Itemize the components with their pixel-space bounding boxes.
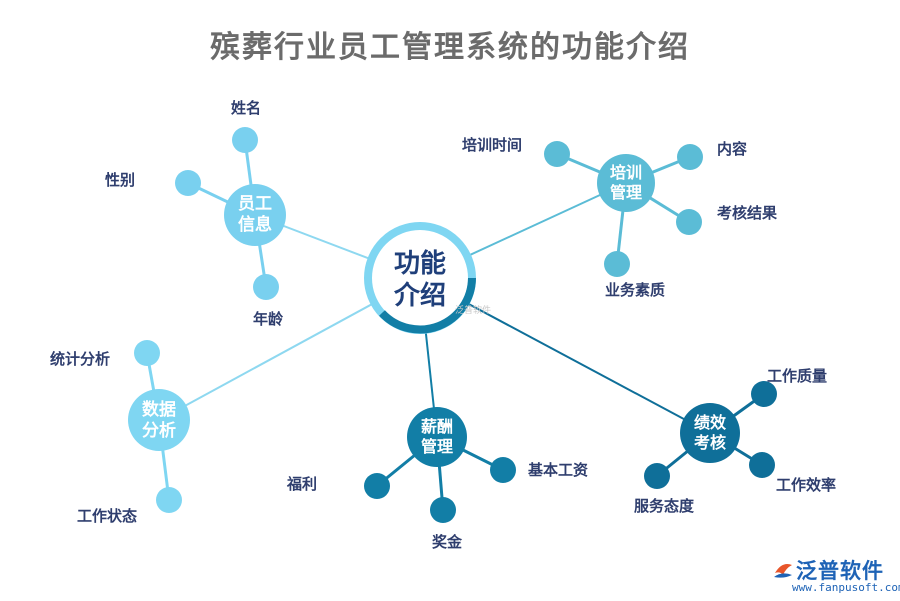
svg-text:考核: 考核 [694, 433, 726, 452]
node-salary: 薪酬 管理 [407, 407, 467, 467]
svg-text:分析: 分析 [142, 420, 176, 441]
brand-logo-name: 泛普软件 [796, 559, 884, 583]
watermark-text: 泛普软件 [455, 304, 491, 316]
leaf-label-assessment: 考核结果 [717, 204, 778, 222]
leaf-dot-age [253, 274, 279, 300]
brand-logo: 泛普软件 www.fanpusoft.com [770, 553, 900, 601]
leaf-label-competence: 业务素质 [605, 281, 665, 299]
leaf-label-age: 年龄 [253, 310, 284, 328]
center-ring-accent [379, 277, 476, 334]
node-employee-info: 员工 信息 [224, 184, 286, 246]
leaf-label-bonus: 奖金 [432, 533, 463, 551]
leaf-dot-efficiency [749, 452, 775, 478]
svg-text:介绍: 介绍 [393, 281, 446, 311]
leaf-label-base-salary: 基本工资 [527, 461, 588, 479]
leaf-dot-assessment [676, 209, 702, 235]
svg-text:功能: 功能 [394, 248, 446, 279]
leaf-label-welfare: 福利 [286, 475, 317, 493]
leaf-label-training-time: 培训时间 [462, 136, 522, 154]
leaf-label-work-status: 工作状态 [77, 507, 137, 525]
leaf-label-efficiency: 工作效率 [776, 476, 836, 494]
svg-text:管理: 管理 [610, 183, 642, 202]
leaf-dot-name [232, 127, 258, 153]
leaf-label-content: 内容 [717, 140, 747, 158]
brand-logo-icon [774, 564, 792, 578]
svg-text:培训: 培训 [610, 163, 642, 182]
leaf-dot-statistics [134, 340, 160, 366]
center-node: 功能 介绍 [364, 222, 476, 334]
leaf-label-name: 姓名 [231, 99, 261, 117]
leaf-dot-welfare [364, 473, 390, 499]
leaf-dot-content [677, 144, 703, 170]
svg-text:信息: 信息 [238, 214, 272, 235]
leaf-dot-gender [175, 170, 201, 196]
node-data-analysis: 数据 分析 [128, 389, 190, 451]
leaf-dot-training-time [544, 141, 570, 167]
node-training: 培训 管理 [597, 154, 655, 212]
leaf-dot-quality [751, 381, 777, 407]
leaf-dot-service [644, 463, 670, 489]
leaf-label-quality: 工作质量 [767, 367, 827, 385]
svg-text:员工: 员工 [238, 194, 272, 214]
brand-logo-url: www.fanpusoft.com [792, 581, 900, 594]
svg-text:数据: 数据 [142, 399, 176, 420]
svg-text:绩效: 绩效 [694, 413, 726, 432]
leaf-dot-competence [604, 251, 630, 277]
svg-text:管理: 管理 [421, 437, 453, 456]
leaf-dot-base-salary [490, 457, 516, 483]
node-performance: 绩效 考核 [680, 403, 740, 463]
leaf-dot-bonus [430, 497, 456, 523]
leaf-label-gender: 性别 [105, 171, 135, 189]
leaf-dot-work-status [156, 487, 182, 513]
leaf-label-statistics: 统计分析 [50, 350, 110, 368]
leaf-label-service: 服务态度 [634, 497, 695, 515]
svg-text:薪酬: 薪酬 [421, 417, 453, 436]
page-title: 殡葬行业员工管理系统的功能介绍 [210, 30, 690, 65]
